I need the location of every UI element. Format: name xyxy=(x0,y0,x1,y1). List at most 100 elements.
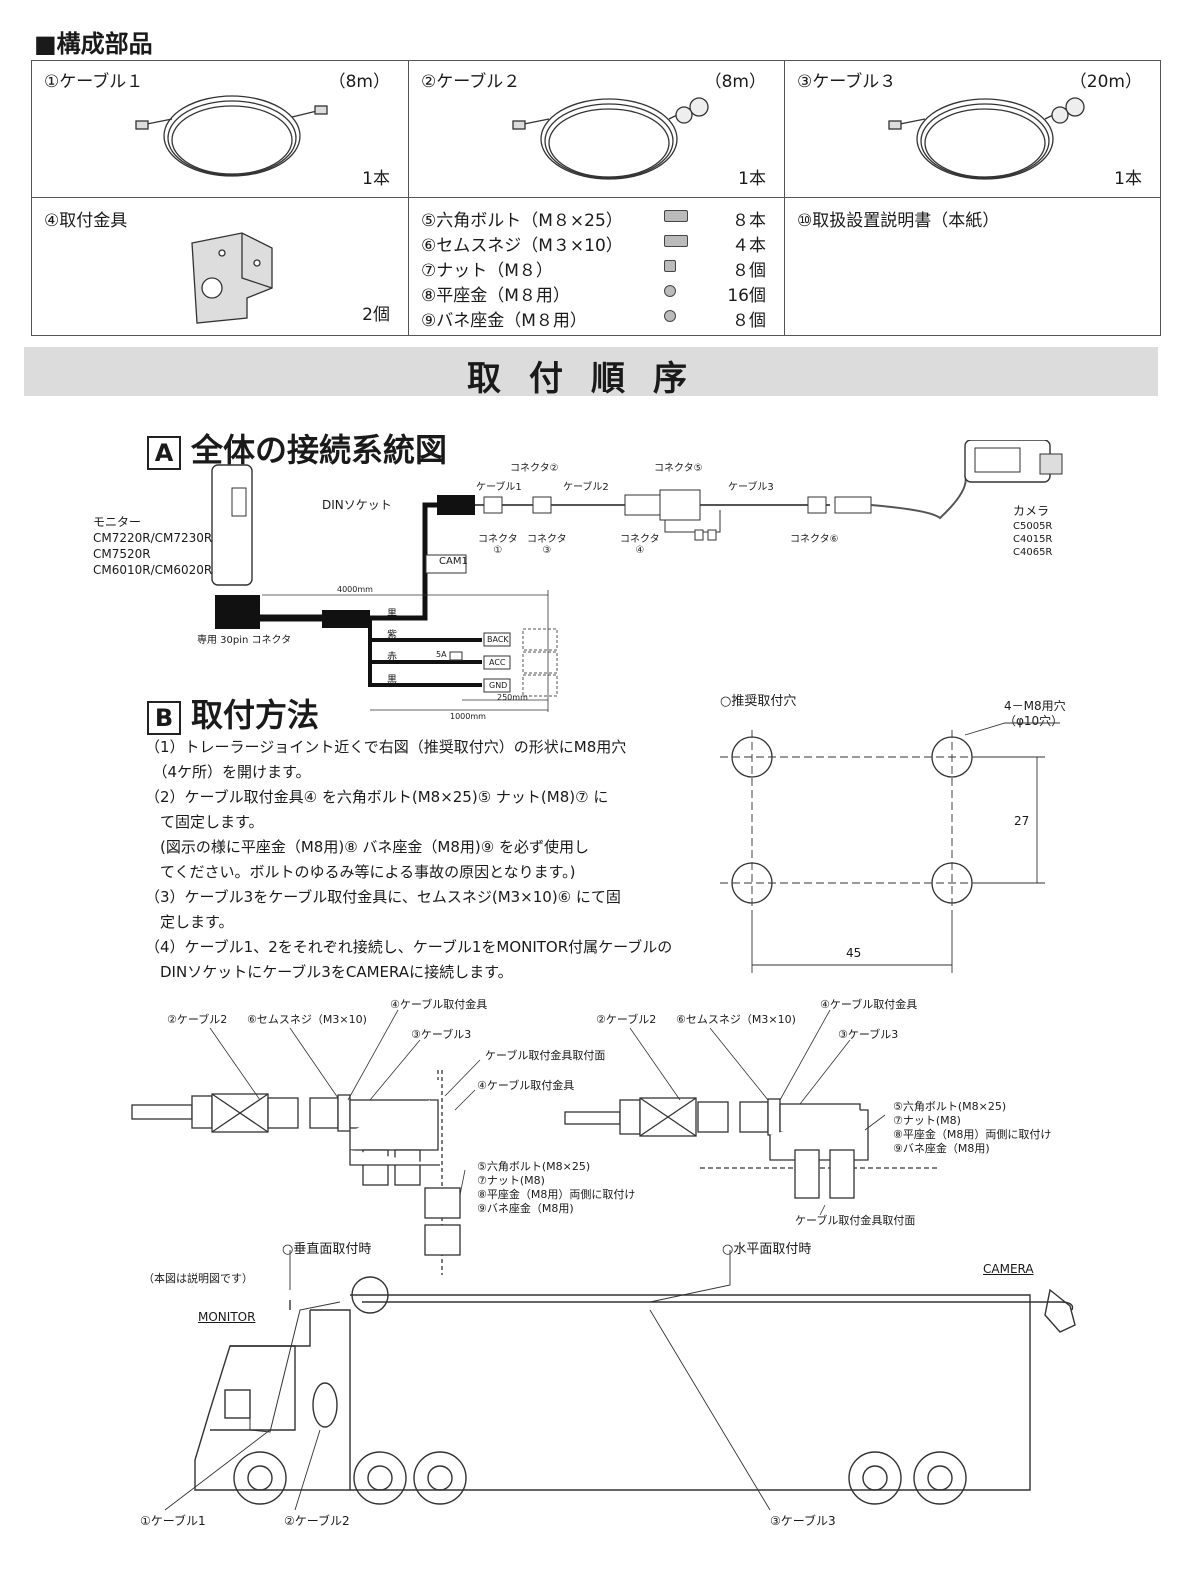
mounting-holes-diagram xyxy=(720,722,1060,973)
detail-bolt: ⑤六角ボルト(M8×25) xyxy=(477,1160,591,1173)
camera-icon xyxy=(964,440,1063,483)
spring-washer-icon xyxy=(664,310,676,322)
din-socket-label: DINソケット xyxy=(322,498,392,512)
detail-cable3-right: ③ケーブル3 xyxy=(838,1028,899,1041)
fuse-label: 5A xyxy=(436,650,447,659)
hardware-item-name: ⑨バネ座金（M８用） xyxy=(421,311,587,331)
monitor-callout: MONITOR xyxy=(198,1310,256,1324)
cable1-label: ケーブル1 xyxy=(476,482,522,493)
dim-4000: 4000mm xyxy=(337,585,373,594)
part-cell-cable1: ①ケーブル１ （8m） 1本 xyxy=(31,60,409,198)
cable2-label: ケーブル2 xyxy=(563,482,609,493)
procedure-title: 取付順序 xyxy=(467,359,715,399)
camera-callout: CAMERA xyxy=(983,1262,1034,1276)
section-a-heading: A 全体の接続系統図 xyxy=(147,425,447,471)
step-line: てください。ボルトのゆるみ等による事故の原因となります。) xyxy=(145,863,576,881)
part-cell-cable2: ②ケーブル２ （8m） 1本 xyxy=(408,60,785,198)
camera-model: C4015R xyxy=(1013,534,1053,545)
connection-diagram xyxy=(211,440,1063,712)
detail-hardware-right: ⑤六角ボルト(M8×25) ⑦ナット(M8) ⑧平座金（M8用）両側に取付け ⑨… xyxy=(893,1100,1051,1156)
bolt-icon xyxy=(664,210,688,222)
detail-bracket-surface-right: ケーブル取付金具取付面 xyxy=(795,1214,916,1227)
detail-cable2-right: ②ケーブル2 xyxy=(596,1013,657,1026)
back-label: BACK xyxy=(487,635,509,644)
horizontal-mount-label: ○水平面取付時 xyxy=(722,1242,812,1257)
monitor-model: CM7220R/CM7230R xyxy=(93,531,213,545)
truck-illustration xyxy=(164,1250,1076,1511)
wire-black2-label: 黒 xyxy=(387,675,397,686)
step-line: DINソケットにケーブル3をCAMERAに接続します。 xyxy=(145,963,513,981)
detail-cable3-left: ③ケーブル3 xyxy=(411,1028,472,1041)
hardware-item-qty: ８個 xyxy=(732,261,766,281)
part-length: （20m） xyxy=(1069,72,1142,92)
detail-sems-left: ⑥セムスネジ（M3×10) xyxy=(247,1013,367,1026)
holes-title: ○推奨取付穴 xyxy=(720,694,797,709)
step-line: （4ケ所）を開けます。 xyxy=(145,763,311,781)
bracket-icon xyxy=(191,232,273,324)
section-letter: A xyxy=(147,436,181,470)
camera-model: C5005R xyxy=(1013,521,1053,532)
part-name: ⑩取扱設置説明書（本紙） xyxy=(797,211,1000,231)
part-length: （8m） xyxy=(704,72,766,92)
steps-list: （1）トレーラージョイント近くで右図（推奨取付穴）の形状にM8用穴 （4ケ所）を… xyxy=(145,735,672,985)
step-line: て固定します。 xyxy=(145,813,264,831)
wire-black-label: 黒 xyxy=(387,609,397,620)
detail-spring-washer: ⑨バネ座金（M8用) xyxy=(477,1202,574,1215)
step-line: (図示の様に平座金（M8用)⑧ バネ座金（M8用)⑨ を必ず使用し xyxy=(145,838,589,856)
part-cell-cable3: ③ケーブル３ （20m） 1本 xyxy=(784,60,1161,198)
section-a-title: 全体の接続系統図 xyxy=(191,431,448,469)
step-line: （3）ケーブル3をケーブル取付金具に、セムスネジ(M3×10)⑥ にて固 xyxy=(145,888,621,906)
holes-spec: 4－M8用穴 xyxy=(1004,699,1066,713)
connector1-label: コネクタ ① xyxy=(478,534,518,556)
hardware-item-name: ⑦ナット（M８） xyxy=(421,261,553,281)
parts-title: ■構成部品 xyxy=(34,30,153,58)
part-cell-bracket: ④取付金具 2個 xyxy=(31,197,409,336)
monitor-model: CM6010R/CM6020R xyxy=(93,563,213,577)
gnd-label: GND xyxy=(489,681,508,690)
hardware-item-qty: 16個 xyxy=(727,286,766,306)
part-name: ④取付金具 xyxy=(44,211,128,231)
part-name: ②ケーブル２ xyxy=(421,72,521,92)
wire-red-label: 赤 xyxy=(387,652,397,663)
illustration-note: （本図は説明図です） xyxy=(143,1272,253,1285)
cable-coil-icon xyxy=(888,97,1085,180)
connector4-label: コネクタ ④ xyxy=(620,534,660,556)
connector2-label: コネクタ② xyxy=(510,463,559,474)
dim-45: 45 xyxy=(846,946,862,960)
truck-cable1-label: ①ケーブル1 xyxy=(140,1514,206,1528)
detail-nut: ⑦ナット(M8) xyxy=(477,1174,545,1187)
hardware-item-qty: ４本 xyxy=(732,236,766,256)
detail-mount-surface-left: ケーブル取付金具取付面 xyxy=(485,1049,606,1062)
nut-icon xyxy=(664,260,676,272)
part-length: （8m） xyxy=(328,72,390,92)
truck-cable3-label: ③ケーブル3 xyxy=(770,1514,836,1528)
connector5-label: コネクタ⑤ xyxy=(654,463,703,474)
cable-coil-icon xyxy=(512,97,709,180)
detail-bracket-right: ④ケーブル取付金具 xyxy=(820,998,918,1011)
dim-250: 250mm xyxy=(497,693,528,702)
part-name: ①ケーブル１ xyxy=(44,72,144,92)
hardware-item-qty: ８本 xyxy=(732,211,766,231)
detail-hardware-left: ⑤六角ボルト(M8×25) ⑦ナット(M8) ⑧平座金（M8用）両側に取付け ⑨… xyxy=(477,1160,635,1216)
detail-flat-washer: ⑧平座金（M8用）両側に取付け xyxy=(477,1188,636,1201)
hardware-item-name: ⑧平座金（M８用） xyxy=(421,286,570,306)
step-line: 定します。 xyxy=(145,913,234,931)
screw-icon xyxy=(664,235,688,247)
connector6-label: コネクタ⑥ xyxy=(790,534,839,545)
part-qty: 1本 xyxy=(738,169,766,189)
dim-1000: 1000mm xyxy=(450,712,486,721)
section-letter: B xyxy=(147,701,181,735)
monitor-label: モニター xyxy=(93,515,142,529)
hardware-item-qty: ８個 xyxy=(732,311,766,331)
detail-cable2-left: ②ケーブル2 xyxy=(167,1013,228,1026)
detail-bracket-left-2: ④ケーブル取付金具 xyxy=(477,1079,575,1092)
camera-model: C4065R xyxy=(1013,547,1053,558)
truck-cable2-label: ②ケーブル2 xyxy=(284,1514,350,1528)
acc-label: ACC xyxy=(489,658,506,667)
detail-flat-washer: ⑧平座金（M8用）両側に取付け xyxy=(893,1128,1052,1141)
hardware-item-name: ⑥セムスネジ（M３×10） xyxy=(421,236,623,256)
connector3-label: コネクタ ③ xyxy=(527,534,567,556)
cable-coil-icon xyxy=(135,95,328,177)
